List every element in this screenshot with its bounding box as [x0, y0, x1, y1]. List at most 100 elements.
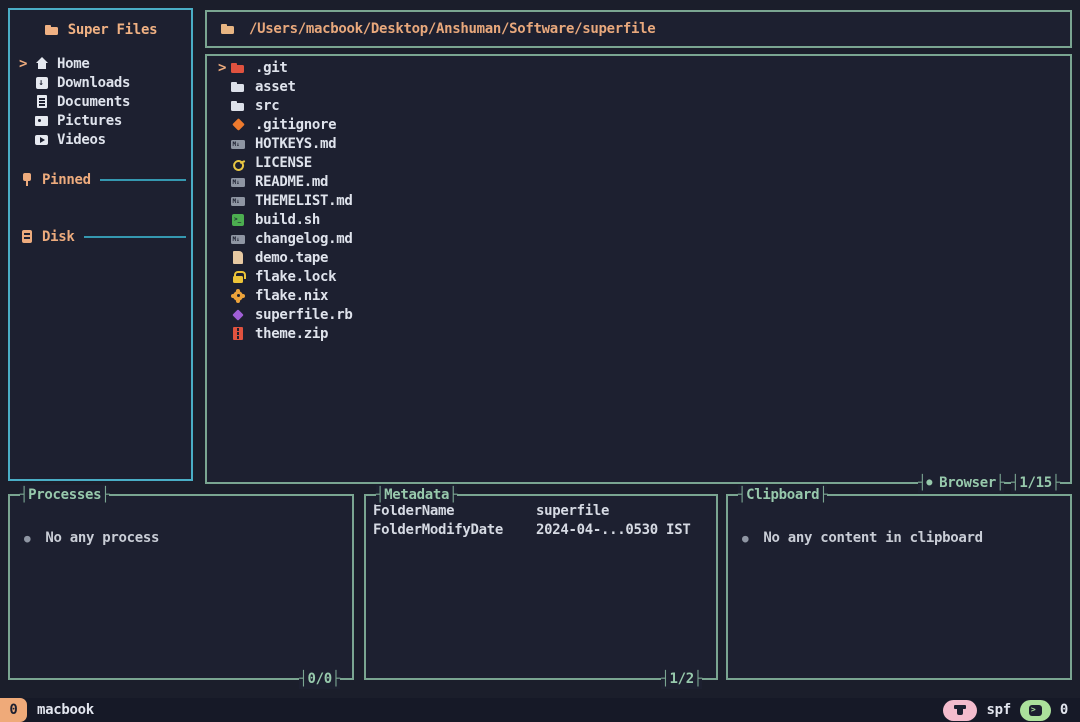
file-name: LICENSE [255, 154, 312, 171]
sidebar-item-downloads[interactable]: Downloads [10, 73, 191, 92]
border-tick: ┤ [1011, 475, 1020, 491]
metadata-rows: FolderName superfile FolderModifyDate 20… [366, 496, 716, 541]
sidebar-item-label: Downloads [57, 74, 131, 91]
metadata-counter: ┤1/2├ [661, 669, 702, 689]
git-diamond-icon [230, 117, 246, 133]
file-row[interactable]: flake.lock [207, 267, 1070, 286]
home-icon [34, 56, 50, 72]
file-row[interactable]: LICENSE [207, 153, 1070, 172]
window-index-badge: 0 [0, 698, 27, 722]
file-row[interactable]: src [207, 96, 1070, 115]
file-name: HOTKEYS.md [255, 135, 337, 152]
file-row[interactable]: demo.tape [207, 248, 1070, 267]
zip-archive-icon [230, 326, 246, 342]
file-name: flake.lock [255, 268, 337, 285]
file-row[interactable]: README.md [207, 172, 1070, 191]
file-name: README.md [255, 173, 329, 190]
sidebar-section-disk: Disk [10, 227, 191, 247]
pin-icon [19, 172, 35, 188]
sidebar-item-label: Pictures [57, 112, 123, 129]
status-bar-right: spf 0 [943, 699, 1080, 721]
metadata-title: ┤Metadata├ [376, 485, 458, 505]
clipboard-panel: ┤Clipboard├ ● No any content in clipboar… [726, 485, 1072, 680]
exit-code-label: 0 [1059, 702, 1068, 718]
file-row[interactable]: flake.nix [207, 286, 1070, 305]
file-counter: ┤1/15├ [1011, 473, 1060, 493]
metadata-panel: ┤Metadata├ FolderName superfile FolderMo… [364, 485, 718, 689]
markdown-icon [230, 231, 246, 247]
disk-icon [19, 229, 35, 245]
section-divider [83, 236, 186, 238]
hostname-label: macbook [37, 702, 94, 718]
file-row[interactable]: theme.zip [207, 324, 1070, 343]
app-title: Super Files [67, 22, 158, 38]
sidebar-item-documents[interactable]: Documents [10, 92, 191, 111]
file-row[interactable]: build.sh [207, 210, 1070, 229]
mode-dot-icon: ● [926, 477, 933, 488]
file-row[interactable]: HOTKEYS.md [207, 134, 1070, 153]
file-name: build.sh [255, 211, 321, 228]
folder-icon [44, 22, 60, 38]
sidebar-item-label: Documents [57, 93, 131, 110]
folder-icon [230, 98, 246, 114]
session-badge [943, 699, 978, 721]
file-row[interactable]: THEMELIST.md [207, 191, 1070, 210]
border-tick: ├ [693, 671, 702, 687]
file-name: changelog.md [255, 230, 353, 247]
bullet-dot-icon: ● [24, 531, 31, 545]
tape-file-icon [230, 250, 246, 266]
processes-counter: ┤0/0├ [299, 669, 340, 689]
sidebar-item-home[interactable]: > Home [10, 54, 191, 73]
path-bar[interactable]: /Users/macbook/Desktop/Anshuman/Software… [205, 10, 1072, 48]
border-tick: ├ [449, 487, 458, 503]
processes-panel: ┤Processes├ ● No any process ┤0/0├ [8, 485, 354, 689]
nix-gear-icon [230, 288, 246, 304]
clipboard-title: ┤Clipboard├ [738, 485, 828, 505]
file-row[interactable]: .gitignore [207, 115, 1070, 134]
folder-icon [220, 21, 236, 37]
border-tick: ┤ [20, 487, 29, 503]
sidebar-item-pictures[interactable]: Pictures [10, 111, 191, 130]
border-tick: ┤ [376, 487, 385, 503]
cursor-arrow: > [218, 59, 227, 76]
section-label: Disk [42, 229, 75, 245]
folder-icon [230, 79, 246, 95]
file-row[interactable]: > .git [207, 58, 1070, 77]
metadata-key: FolderName [373, 503, 455, 519]
markdown-icon [230, 193, 246, 209]
file-row[interactable]: changelog.md [207, 229, 1070, 248]
file-name: .gitignore [255, 116, 337, 133]
panel-mode-label: ┤●Browser├ [918, 473, 1005, 493]
sidebar-list: > Home Downloads Documents Pictures [10, 54, 191, 149]
terminal-badge [1019, 699, 1051, 721]
file-row[interactable]: asset [207, 77, 1070, 96]
markdown-icon [230, 174, 246, 190]
metadata-row: FolderName superfile [373, 503, 716, 522]
cursor-arrow: > [19, 55, 28, 72]
sidebar-item-label: Home [57, 55, 90, 72]
bullet-dot-icon: ● [742, 531, 749, 545]
border-tick: ┤ [661, 671, 670, 687]
document-icon [34, 94, 50, 110]
border-tick: ├ [1051, 475, 1060, 491]
image-icon [34, 113, 50, 129]
file-name: THEMELIST.md [255, 192, 353, 209]
file-list: > .git asset src .gitignore [207, 56, 1070, 343]
sidebar-item-label: Videos [57, 131, 106, 148]
border-tick: ┤ [299, 671, 308, 687]
download-icon [34, 75, 50, 91]
border-tick: ├ [101, 487, 110, 503]
file-name: demo.tape [255, 249, 329, 266]
current-path: /Users/macbook/Desktop/Anshuman/Software… [249, 21, 656, 37]
metadata-key: FolderModifyDate [373, 522, 504, 538]
border-tick: ┤ [918, 475, 927, 491]
ruby-gem-icon [230, 307, 246, 323]
file-row[interactable]: superfile.rb [207, 305, 1070, 324]
file-name: src [255, 97, 280, 114]
sidebar-item-videos[interactable]: Videos [10, 130, 191, 149]
lock-icon [230, 269, 246, 285]
file-browser-panel: > .git asset src .gitignore [205, 54, 1072, 493]
markdown-icon [230, 136, 246, 152]
file-name: .git [255, 59, 288, 76]
